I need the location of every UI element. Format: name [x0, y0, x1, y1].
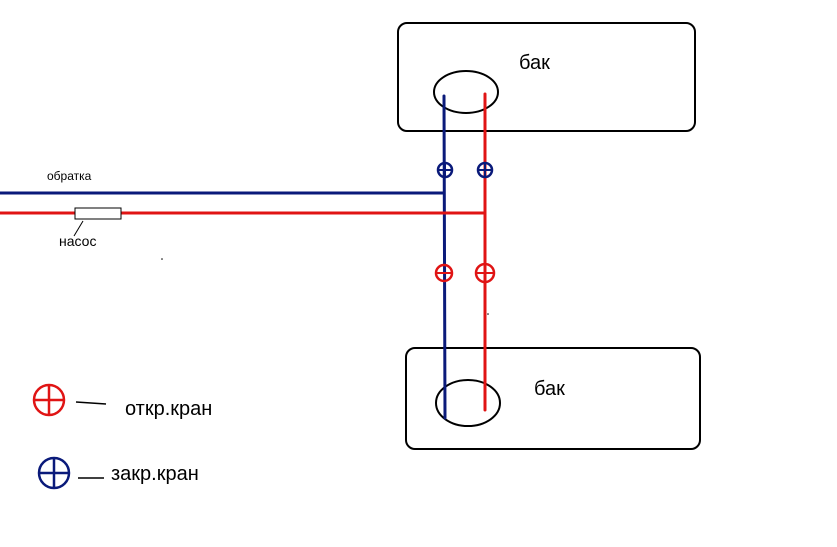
return-pipe — [0, 94, 447, 420]
valve-supply-lower — [474, 262, 496, 284]
closed-valve-icon — [37, 456, 71, 490]
pump-leader-line — [73, 220, 84, 237]
open-valve-icon — [32, 383, 66, 417]
pump-symbol — [74, 207, 122, 220]
supply-pipe — [0, 92, 487, 412]
tank-bottom-port — [435, 379, 501, 427]
valve-return-upper — [436, 161, 454, 179]
stray-dot — [487, 313, 489, 315]
tank-top-port — [433, 70, 499, 114]
legend-closed-valve-label: закр.кран — [111, 463, 199, 485]
tank-bottom — [405, 347, 701, 450]
stray-dot — [161, 258, 163, 260]
return-pipe-label: обратка — [47, 169, 92, 183]
valve-return-lower — [434, 263, 454, 283]
valve-supply-upper — [476, 161, 494, 179]
tank-bottom-label: бак — [534, 378, 565, 400]
pump-label: насос — [59, 233, 97, 249]
legend-open-valve-label: откр.кран — [125, 398, 213, 420]
legend-dash-open — [75, 401, 107, 405]
tank-top-label: бак — [519, 52, 550, 74]
tank-top — [397, 22, 696, 132]
